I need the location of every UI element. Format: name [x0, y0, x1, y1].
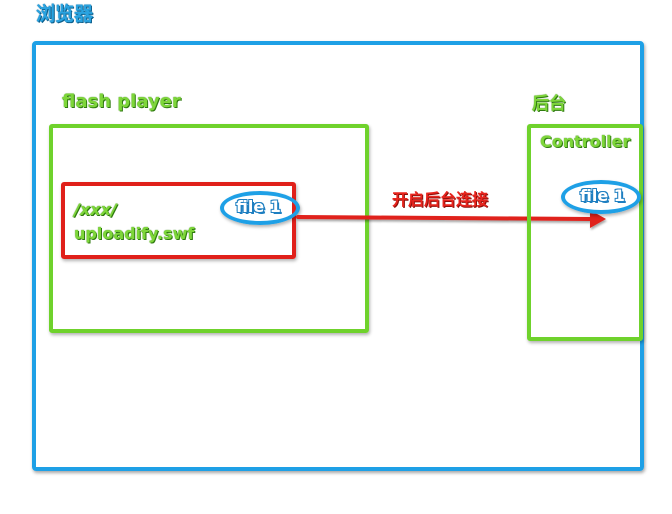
client-file-label: file 1 — [236, 197, 281, 216]
connection-arrow-shaft — [296, 215, 594, 221]
flash-player-box — [49, 124, 369, 333]
uploadify-box — [61, 182, 296, 259]
flash-player-title: flash player — [62, 91, 181, 112]
server-file-ellipse — [561, 180, 641, 214]
uploadify-path-label: /xxx/ — [74, 200, 117, 219]
client-file-ellipse — [220, 191, 300, 225]
backend-box — [527, 124, 643, 341]
connection-arrow-head — [590, 210, 606, 228]
uploadify-file-label: uploadify.swf — [74, 224, 195, 243]
browser-title: 浏览器 — [36, 3, 94, 25]
controller-label: Controller — [540, 132, 631, 151]
server-file-label: file 1 — [580, 186, 625, 205]
connection-label: 开启后台连接 — [392, 190, 489, 209]
backend-title: 后台 — [532, 94, 566, 114]
